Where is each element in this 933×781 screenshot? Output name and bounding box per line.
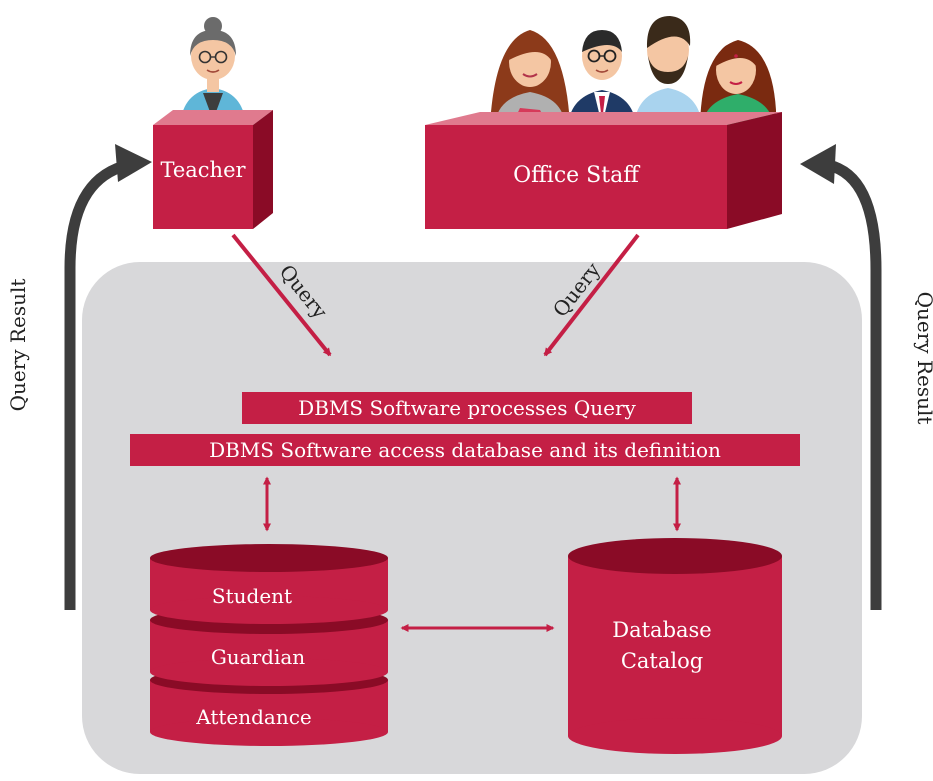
office-staff-avatars-icon xyxy=(490,16,776,125)
teacher-label: Teacher xyxy=(160,158,246,182)
table-label-attendance: Attendance xyxy=(195,705,312,729)
database-catalog-cylinder xyxy=(568,538,782,754)
teacher-avatar-icon xyxy=(180,17,246,125)
query-result-arrowhead-left xyxy=(115,144,152,182)
query-result-arrowhead-right xyxy=(800,144,836,184)
table-label-guardian: Guardian xyxy=(211,645,305,669)
dbms-access-bar xyxy=(130,434,800,466)
dbms-process-label: DBMS Software processes Query xyxy=(298,396,636,420)
dbms-process-bar xyxy=(242,392,692,424)
table-cylinder-student xyxy=(150,544,388,624)
teacher-desk xyxy=(153,110,273,229)
dbms-access-label: DBMS Software access database and its de… xyxy=(209,438,721,462)
query-result-label-right: Query Result xyxy=(913,292,933,425)
query-result-label-left: Query Result xyxy=(6,279,30,412)
office-staff-label: Office Staff xyxy=(513,163,640,188)
office-staff-desk xyxy=(425,112,782,229)
catalog-label-line-2: Catalog xyxy=(621,649,703,673)
query-arrow-right xyxy=(543,233,640,357)
catalog-label-line-1: Database xyxy=(612,618,711,642)
table-label-student: Student xyxy=(212,584,292,608)
query-arrow-left xyxy=(231,233,332,357)
